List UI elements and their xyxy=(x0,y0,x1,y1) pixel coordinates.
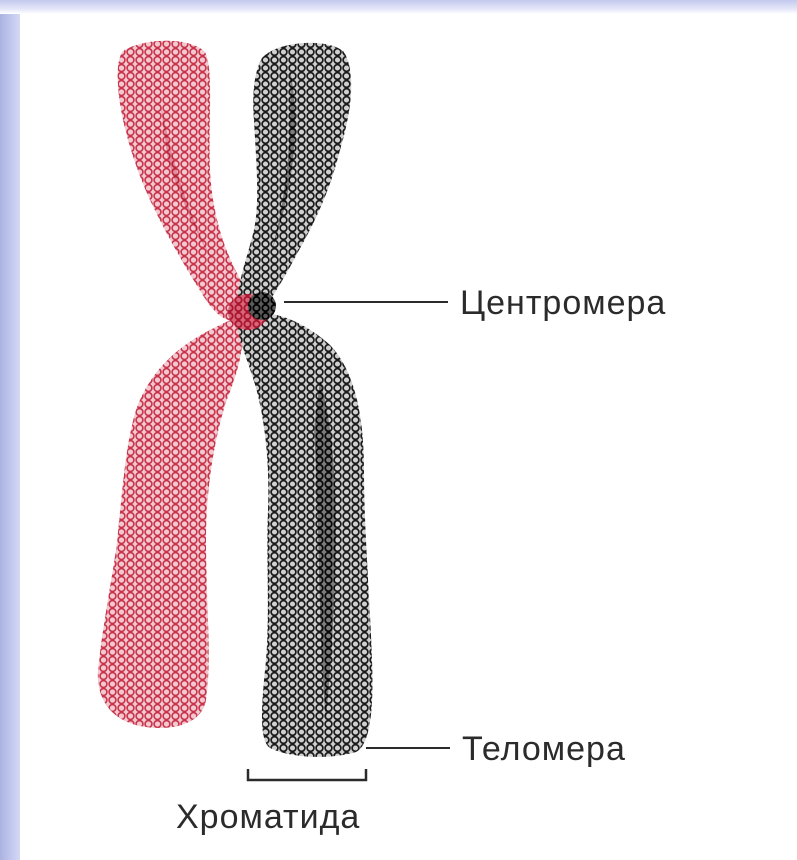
black-lower-arm xyxy=(238,313,372,757)
red-lower-arm xyxy=(98,320,242,728)
black-upper-arm xyxy=(238,43,351,316)
red-chromatid xyxy=(98,41,247,728)
red-upper-arm xyxy=(118,41,247,321)
centromere-label: Центромера xyxy=(460,284,666,322)
telomere-label: Теломера xyxy=(462,730,626,768)
chromatid-label: Хроматида xyxy=(176,798,360,836)
black-chromatid xyxy=(238,43,372,757)
chromatid-bracket xyxy=(248,769,366,780)
